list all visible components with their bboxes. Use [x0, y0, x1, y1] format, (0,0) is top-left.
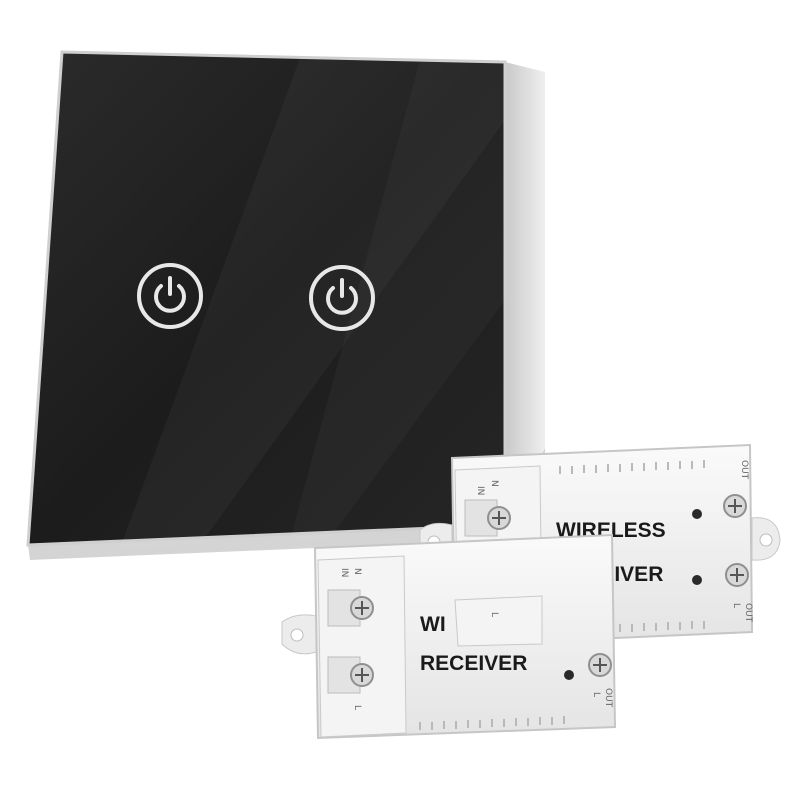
screw-terminal — [327, 656, 374, 694]
vent-slots — [419, 716, 565, 730]
screw-terminal — [725, 563, 749, 587]
receiver-label-line1: WI — [420, 613, 446, 636]
learn-button — [692, 575, 702, 585]
terminal-label-n: N — [489, 480, 499, 487]
terminal-label-out: OUT — [739, 460, 749, 480]
screw-terminal — [327, 589, 374, 627]
terminal-label-n: N — [352, 568, 362, 575]
status-led — [692, 509, 702, 519]
mount-hole — [290, 628, 304, 642]
status-led — [564, 670, 574, 680]
receiver-back-overlap — [454, 595, 543, 647]
terminal-label-l: L — [489, 612, 499, 617]
button-ring — [137, 263, 203, 329]
mount-hole — [759, 533, 773, 547]
touch-button-2[interactable] — [309, 265, 375, 331]
terminal-label-out: OUT — [743, 603, 753, 623]
power-icon — [326, 278, 358, 315]
panel-bottom-frame — [28, 448, 545, 560]
terminal-label-in: IN — [475, 486, 485, 495]
terminal-label-out: OUT — [603, 688, 613, 708]
screw-terminal — [723, 494, 747, 518]
switch-panel — [26, 50, 545, 560]
terminal-label-l: L — [731, 603, 741, 608]
receiver-front: IN N L OUT L WI RECEIVER — [281, 533, 617, 740]
terminal-label-l: L — [591, 692, 601, 697]
button-ring — [309, 265, 375, 331]
screw-terminal — [464, 499, 511, 537]
touch-button-1[interactable] — [137, 263, 203, 329]
receiver-label-line2: RECEIVER — [420, 652, 527, 675]
terminal-label-l: L — [352, 705, 362, 710]
screw-terminal — [588, 653, 612, 677]
panel-side-frame — [505, 62, 545, 525]
terminal-label-in: IN — [339, 568, 349, 577]
power-icon — [154, 276, 186, 313]
